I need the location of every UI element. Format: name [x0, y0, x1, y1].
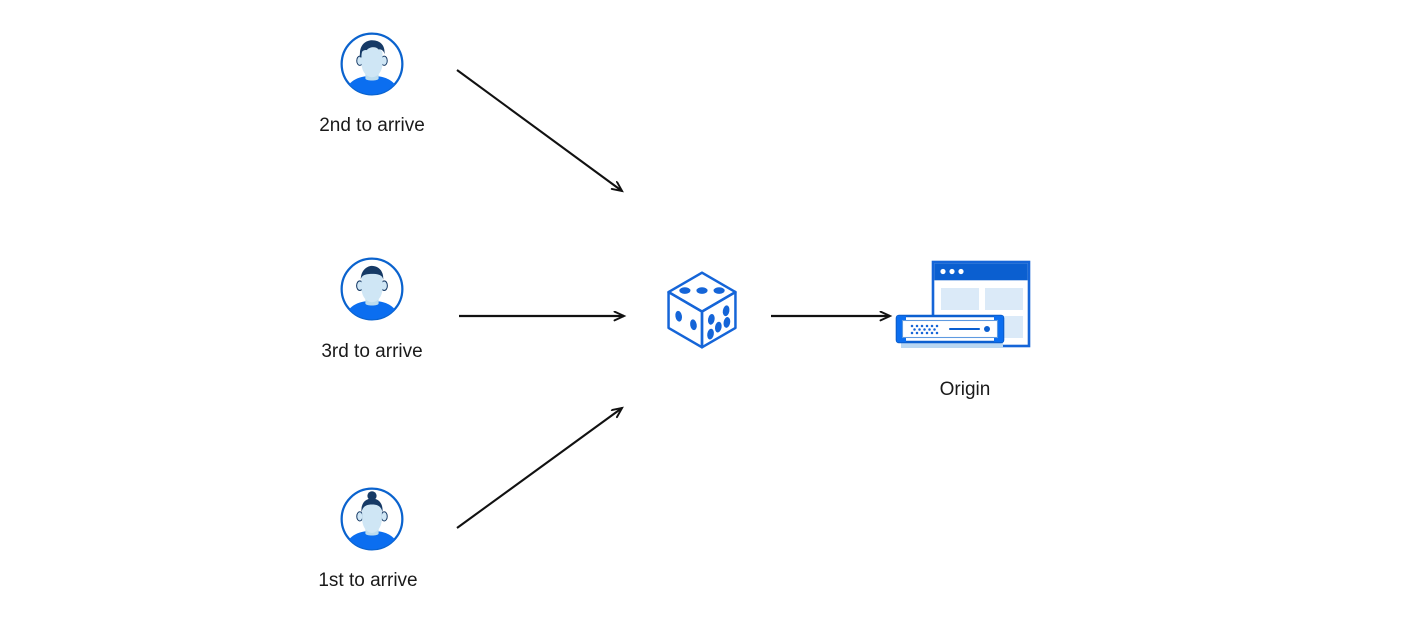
- client-label-1: 3rd to arrive: [321, 341, 423, 362]
- server-appliance-icon: [895, 314, 1005, 348]
- origin-node: [893, 258, 1033, 362]
- client-node-1: [339, 256, 405, 322]
- dice-node: [663, 268, 741, 352]
- user-avatar-icon: [340, 32, 404, 96]
- user-avatar-icon: [340, 257, 404, 321]
- client-label-2: 1st to arrive: [318, 570, 418, 591]
- user-avatar-icon: [340, 487, 404, 551]
- client-label-0: 2nd to arrive: [319, 115, 425, 136]
- origin-label: Origin: [939, 379, 991, 400]
- client-node-0: [339, 31, 405, 97]
- dice-icon: [667, 271, 737, 349]
- origin-server-icon: [895, 260, 1031, 348]
- client-node-2: [339, 486, 405, 552]
- arrow-client-2-to-dice: [456, 408, 622, 529]
